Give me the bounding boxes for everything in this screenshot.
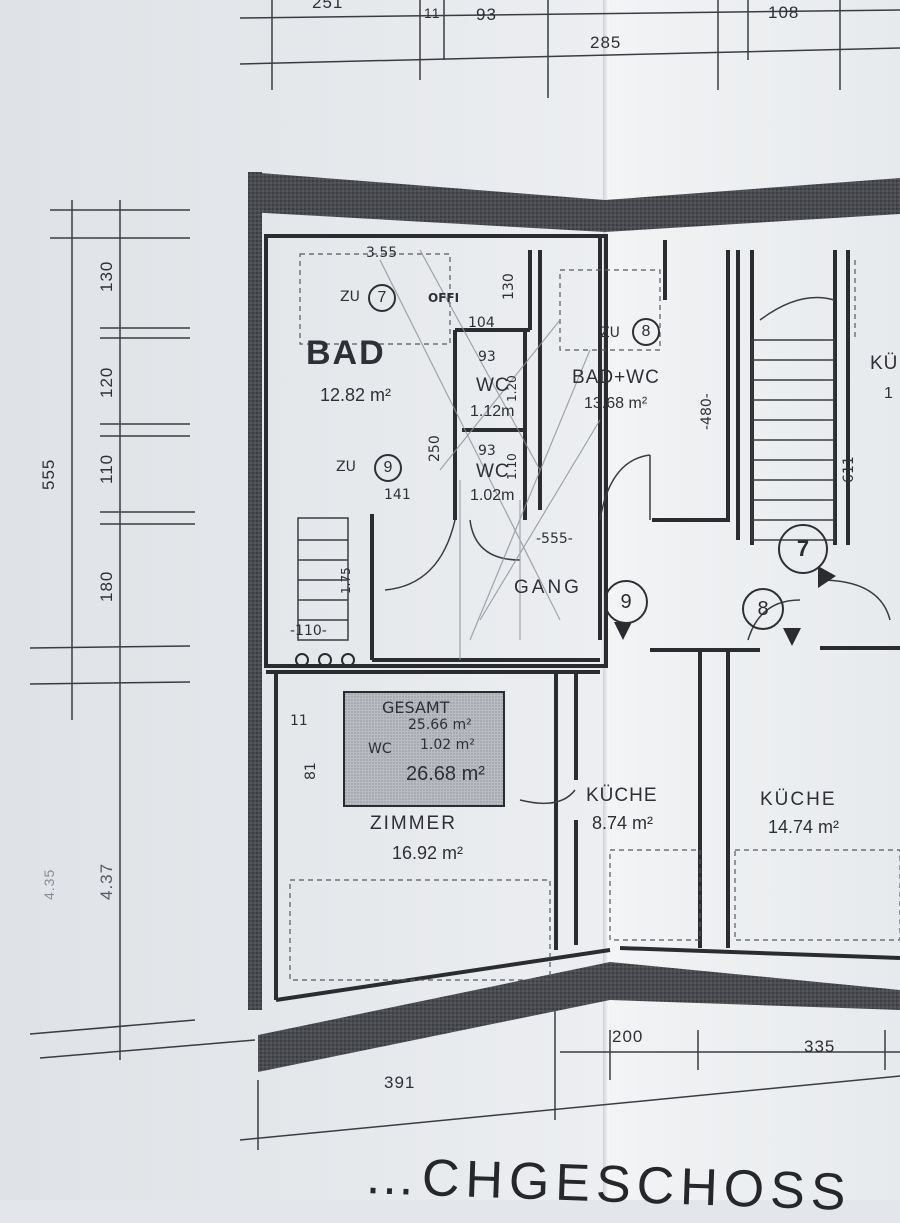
direction-arrows xyxy=(614,566,836,646)
summary-total: 26.68 m² xyxy=(406,763,485,785)
wc1-area: 1.12m xyxy=(470,403,515,420)
summary-line1: 25.66 m² xyxy=(408,717,472,733)
badwc-zu-number: 8 xyxy=(632,318,660,346)
bad-zu-label: ZU xyxy=(340,289,360,305)
dim-93-b: 93 xyxy=(478,443,496,459)
dim-left-555: 555 xyxy=(39,458,58,490)
dim-left-437: 4.37 xyxy=(97,862,116,900)
bad-room-area: 12.82 m² xyxy=(320,385,392,405)
bottom-dimension-line xyxy=(239,1000,900,1150)
dim-top-11: 11 xyxy=(424,5,441,21)
zu9-label: ZU xyxy=(336,459,356,475)
dim-top-108: 108 xyxy=(768,3,800,22)
dim-81: 81 xyxy=(303,762,319,780)
dim-480: -480- xyxy=(699,393,715,430)
kueche-small-area: 8.74 m² xyxy=(592,813,654,833)
kueche-large-area: 14.74 m² xyxy=(768,817,840,837)
top-dimension-line xyxy=(239,0,900,98)
dim-93-a: 93 xyxy=(478,349,496,365)
dim-611: -611- xyxy=(841,451,857,488)
dim-left-120: 120 xyxy=(97,366,116,398)
dim-110-stair: -110- xyxy=(290,623,327,639)
marker-7: 7 xyxy=(778,524,828,574)
dim-555-internal: -555- xyxy=(536,531,573,547)
exterior-walls xyxy=(248,172,900,1072)
bad-zu-number: 7 xyxy=(368,284,396,312)
dim-130-internal: 130 xyxy=(501,273,517,300)
badwc-room-area: 13.68 m² xyxy=(584,395,648,412)
bad-room-name: BAD xyxy=(306,334,386,372)
right-room-area: 1 xyxy=(884,385,893,402)
dim-141: 141 xyxy=(384,487,411,503)
sink-circles xyxy=(295,653,355,667)
dim-bad-width: 3.55 xyxy=(366,245,398,261)
zu9-number: 9 xyxy=(374,454,402,482)
dim-left-435: 4.35 xyxy=(41,868,57,900)
left-dimension-line xyxy=(29,200,256,1060)
marker-9: 9 xyxy=(604,580,648,624)
dim-left-130: 130 xyxy=(97,260,116,292)
wc2-area: 1.02m xyxy=(470,487,515,504)
gang-room-name: GANG xyxy=(514,577,582,598)
pencil-marks xyxy=(379,249,601,660)
zimmer-room-name: ZIMMER xyxy=(370,813,457,834)
door-swings xyxy=(384,454,891,805)
badwc-room-name: BAD+WC xyxy=(572,367,660,388)
zimmer-room-area: 16.92 m² xyxy=(392,843,464,863)
kueche-small-name: KÜCHE xyxy=(586,785,658,806)
dashed-fixtures xyxy=(289,253,900,981)
wc1-name: WC xyxy=(476,375,510,396)
dim-top-251: 251 xyxy=(312,0,344,12)
summary-label: GESAMT xyxy=(382,698,450,717)
dim-bottom-391: 391 xyxy=(384,1073,416,1092)
dim-bottom-200: 200 xyxy=(612,1027,644,1046)
dim-175: 1.75 xyxy=(339,567,353,594)
summary-wc-label: WC xyxy=(368,741,392,757)
dim-250: 250 xyxy=(427,435,443,462)
kueche-large-name: KÜCHE xyxy=(760,789,837,810)
dim-11-zimmer: 11 xyxy=(290,713,308,729)
summary-line2: 1.02 m² xyxy=(420,737,475,753)
dim-top-93: 93 xyxy=(476,5,497,24)
dim-bottom-335: 335 xyxy=(804,1037,836,1056)
bad-offi-note: OFFI xyxy=(428,291,460,305)
marker-8: 8 xyxy=(742,588,784,630)
dim-104: 104 xyxy=(468,315,495,331)
right-room-name: KÜ xyxy=(870,353,899,374)
badwc-zu-label: ZU xyxy=(600,325,620,341)
dim-left-110: 110 xyxy=(97,453,116,484)
summary-box-bg xyxy=(343,691,505,807)
dim-top-285: 285 xyxy=(590,33,622,52)
wc2-name: WC xyxy=(476,461,510,482)
dim-left-180: 180 xyxy=(97,570,116,602)
